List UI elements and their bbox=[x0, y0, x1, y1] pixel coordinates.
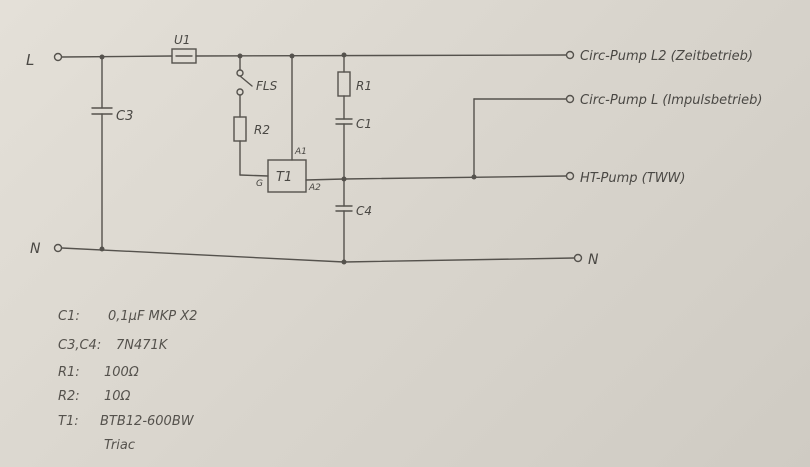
note-r2-label: R2: bbox=[58, 389, 80, 404]
note-c1-value: 0,1µF MKP X2 bbox=[108, 309, 197, 324]
note-c1-label: C1: bbox=[58, 309, 80, 324]
circ-pump-l-line bbox=[473, 94, 575, 178]
note-t1-type: Triac bbox=[104, 438, 135, 453]
label-c3: C3 bbox=[116, 109, 133, 124]
note-t1-label: T1: bbox=[58, 414, 79, 429]
note-c3c4-label: C3,C4: bbox=[58, 338, 101, 353]
label-c1: C1 bbox=[356, 117, 372, 131]
note-r1-value: 100Ω bbox=[104, 365, 139, 380]
triac-body bbox=[267, 159, 307, 193]
label-c4: C4 bbox=[356, 204, 372, 218]
label-in-l: L bbox=[26, 51, 34, 69]
label-out-l2: Circ-Pump L2 (Zeitbetrieb) bbox=[580, 49, 753, 64]
label-r2: R2 bbox=[254, 123, 270, 137]
label-triac: T1 bbox=[276, 170, 292, 185]
label-fuse: U1 bbox=[174, 33, 190, 47]
r1-c1-c4-column bbox=[335, 52, 353, 263]
label-pin-g: G bbox=[256, 179, 263, 189]
label-in-n: N bbox=[30, 241, 41, 257]
c3-capacitor bbox=[91, 54, 113, 252]
label-pin-a2: A2 bbox=[308, 183, 321, 193]
label-r1: R1 bbox=[356, 79, 372, 93]
label-out-l: Circ-Pump L (Impulsbetrieb) bbox=[580, 93, 762, 108]
fls-r2-branch bbox=[233, 53, 269, 177]
l-rail bbox=[53, 48, 575, 64]
a1-junction bbox=[289, 53, 295, 59]
note-r2-value: 10Ω bbox=[104, 389, 131, 404]
label-pin-a1: A1 bbox=[294, 147, 307, 157]
label-fls: FLS bbox=[256, 79, 278, 93]
note-t1-value: BTB12-600BW bbox=[100, 414, 195, 429]
label-out-n: N bbox=[588, 252, 599, 268]
label-out-ht: HT-Pump (TWW) bbox=[580, 171, 685, 186]
note-c3c4-value: 7N471K bbox=[116, 338, 169, 353]
note-r1-label: R1: bbox=[58, 365, 80, 380]
parts-list: C1: 0,1µF MKP X2 C3,C4: 7N471K R1: 100Ω … bbox=[58, 309, 197, 453]
n-rail bbox=[53, 243, 583, 265]
ht-pump-line bbox=[305, 171, 575, 181]
